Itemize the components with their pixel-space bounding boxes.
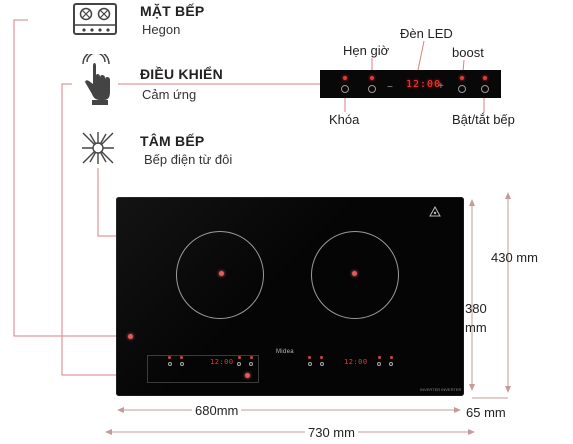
strip-button[interactable] — [237, 362, 241, 366]
strip-dot — [320, 356, 323, 359]
brand-logo: Midea — [276, 349, 294, 355]
strip-dot — [168, 356, 171, 359]
plus-button[interactable]: + — [438, 81, 444, 92]
zone-right-center — [352, 271, 357, 276]
label-lock: Khóa — [329, 112, 360, 127]
inverter-badge: INVERTER INVERTER — [420, 387, 462, 392]
strip-button[interactable] — [180, 362, 184, 366]
cooking-zone-left — [176, 231, 264, 319]
cooking-zone-right — [311, 231, 399, 319]
power-icon[interactable] — [481, 85, 489, 93]
dimension-depth: 430 mm — [491, 250, 538, 265]
strip-dot — [238, 356, 241, 359]
label-led: Đèn LED — [400, 26, 453, 41]
strip-left-marker — [245, 373, 250, 378]
feature-title-surface: MẶT BẾP — [140, 3, 205, 19]
feature-subtitle-surface: Hegon — [142, 22, 181, 37]
lock-icon[interactable] — [341, 85, 349, 93]
timer-icon[interactable] — [368, 85, 376, 93]
strip-dot — [180, 356, 183, 359]
strip-button[interactable] — [389, 362, 393, 366]
boost-icon[interactable] — [458, 85, 466, 93]
touch-hand-icon — [78, 50, 114, 106]
dimension-inner-depth-unit: mm — [465, 320, 487, 335]
edge-marker — [128, 334, 133, 339]
feature-subtitle-zone: Bếp điện từ đôi — [144, 152, 233, 167]
left-control-strip — [147, 355, 259, 383]
strip-dot — [390, 356, 393, 359]
strip-dot — [308, 356, 311, 359]
right-led-display: 12:00 — [344, 358, 368, 366]
strip-button[interactable] — [320, 362, 324, 366]
label-timer: Hẹn giờ — [343, 43, 390, 58]
led-display: 12:00 — [406, 79, 442, 90]
zone-left-center — [219, 271, 224, 276]
timer-indicator-dot — [370, 76, 374, 80]
label-boost: boost — [452, 45, 484, 60]
cooktop-glass: 12:00 Midea 12:00 INVERTER INVERTER — [116, 197, 464, 396]
strip-dot — [250, 356, 253, 359]
dimension-inner-depth-value: 380 — [465, 301, 487, 316]
feature-title-control: ĐIỀU KHIỂN — [140, 66, 223, 82]
burner-grid-icon — [72, 2, 118, 36]
dimension-inner-width: 680mm — [192, 403, 242, 418]
induction-spark-icon — [80, 130, 116, 166]
feature-subtitle-control: Cảm ứng — [142, 87, 197, 102]
boost-indicator-dot — [460, 76, 464, 80]
power-indicator-dot — [483, 76, 487, 80]
control-panel-closeup: − 12:00 + — [320, 70, 501, 98]
strip-button[interactable] — [308, 362, 312, 366]
strip-dot — [378, 356, 381, 359]
feature-title-zone: TÂM BẾP — [140, 133, 205, 149]
strip-button[interactable] — [249, 362, 253, 366]
strip-button[interactable] — [168, 362, 172, 366]
strip-button[interactable] — [377, 362, 381, 366]
label-power: Bật/tắt bếp — [452, 112, 515, 127]
left-led-display: 12:00 — [210, 358, 234, 366]
minus-button[interactable]: − — [387, 82, 393, 93]
warning-icon — [429, 206, 441, 217]
lock-indicator-dot — [343, 76, 347, 80]
dimension-offset: 65 mm — [466, 405, 506, 420]
dimension-outer-width: 730 mm — [305, 425, 358, 440]
